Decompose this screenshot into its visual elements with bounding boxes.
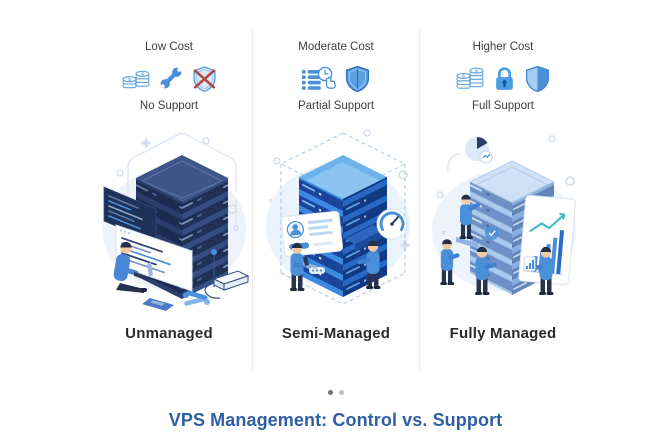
column-unmanaged: Low Cost $ $: [86, 28, 252, 372]
carousel-dot-2[interactable]: [338, 390, 344, 395]
tier-label: Semi-Managed: [281, 325, 391, 342]
icons-row: $ $: [455, 61, 551, 95]
wrench-icon: [159, 66, 182, 90]
options-click-icon: [302, 66, 336, 90]
shield-crossed-icon: [192, 65, 216, 92]
sparkle: [140, 137, 152, 149]
floor-card: [142, 298, 174, 311]
team-people: [440, 194, 554, 295]
person-lower-left: [440, 239, 460, 285]
gauge-panel: [376, 208, 408, 240]
tier-label: Fully Managed: [449, 325, 557, 342]
support-label: No Support: [139, 100, 199, 112]
semi-managed-illustration: [253, 121, 419, 317]
svg-text:$: $: [462, 73, 465, 78]
code-panel-white: [115, 224, 193, 292]
fully-managed-illustration: [420, 121, 586, 317]
coins-icon: $ $: [456, 67, 484, 89]
shield-icon: [525, 65, 550, 92]
svg-text:$: $: [141, 71, 144, 76]
carousel-dot-1[interactable]: [327, 390, 333, 395]
pie-chart-icon: [465, 137, 493, 164]
hex-outline: [127, 132, 237, 193]
cost-label: Higher Cost: [472, 41, 534, 53]
svg-text:$: $: [128, 77, 131, 82]
support-label: Full Support: [471, 100, 534, 112]
unmanaged-illustration: [86, 121, 252, 317]
person-right-working: [357, 240, 381, 289]
decor-circles: [436, 135, 575, 199]
person-right-tablet: [523, 246, 554, 295]
coins-icon: $ $: [121, 70, 150, 89]
tier-label: Unmanaged: [125, 325, 213, 342]
person-sitting: [113, 241, 153, 293]
person-center: [475, 246, 497, 295]
shield-icon: [345, 65, 370, 92]
page-title: VPS Management: Control vs. Support: [168, 410, 503, 430]
router-cable: [204, 270, 250, 299]
column-fully-managed: Higher Cost $ $: [419, 28, 586, 372]
cost-label: Low Cost: [145, 41, 193, 53]
person-upper-left: [459, 194, 481, 239]
cost-label: Moderate Cost: [298, 41, 374, 53]
support-label: Partial Support: [297, 100, 375, 112]
lock-icon: [496, 66, 513, 90]
decor-circles: [273, 129, 408, 180]
icons-row: [301, 61, 371, 95]
column-semi-managed: Moderate Cost: [252, 28, 419, 372]
carousel-dots: [0, 390, 671, 395]
profile-card: [280, 210, 343, 257]
tools-icon: [183, 290, 210, 306]
icons-row: $ $: [121, 61, 218, 95]
comparison-columns: Low Cost $ $: [86, 28, 584, 372]
svg-text:$: $: [475, 68, 478, 73]
person-left-laptop: [290, 242, 317, 291]
